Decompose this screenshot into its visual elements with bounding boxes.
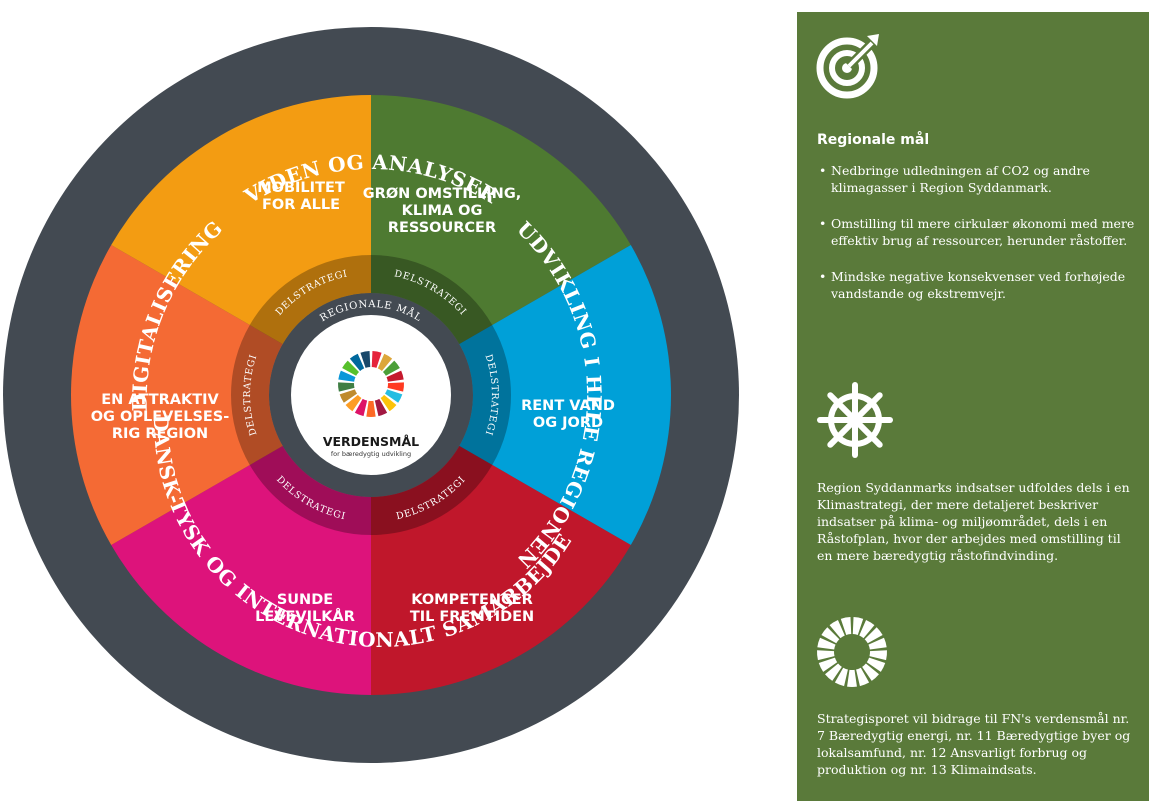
sdg-segment [360,351,371,368]
target-icon [816,34,879,99]
ships-wheel-icon [817,382,893,458]
delstrategi-band [371,446,493,535]
sdg-wheel-icon [817,617,887,687]
sdg-segment [834,667,848,687]
sdg-segment [825,663,842,681]
sdg-segment [342,360,360,376]
sdg-segment [386,370,404,382]
sdg-segment [821,627,840,644]
sdg-segment [380,394,397,412]
goal-item: Omstilling til mere cirkulær økonomi med… [817,215,1137,249]
sdg-segment [840,617,852,635]
sdg-segment [338,370,356,382]
sdg-segment [374,398,388,417]
sdg-wheel-logo [338,351,404,417]
sdg-segment [371,351,382,368]
sdg-segment [349,353,365,371]
strategy-paragraph: Region Syddanmarks indsatser udfoldes de… [817,480,1130,563]
center-disc [291,315,451,475]
delstrategi-band [371,255,493,344]
info-panel: Regionale mål Nedbringe udledningen af C… [797,12,1149,801]
sdg-segment [387,382,404,392]
sdg-paragraph: Strategisporet vil bidrage til FN's verd… [817,711,1131,777]
sdg-segment [864,627,883,644]
sdg-segment [339,389,357,403]
sdg-segment [354,398,368,417]
sdg-segment [345,394,362,412]
center-subtitle: for bæredygtig udvikling [331,450,411,458]
sdg-segment [366,400,376,417]
segment-rent-vand[interactable] [371,245,671,545]
delstrategi-band [459,325,511,465]
sdg-segment [377,353,393,371]
delstrategi-band [230,325,283,465]
delstrategi-band [249,446,371,535]
sdg-segment [385,389,403,403]
sdg-segment [818,657,838,672]
sdg-segment [852,617,864,635]
sdg-segment [866,657,886,672]
sdg-segment [817,637,836,650]
goal-list: Nedbringe udledningen af CO2 og andre kl… [817,162,1137,321]
sdg-segment [856,667,870,687]
panel-heading: Regionale mål [817,132,930,148]
sdg-segment [868,637,887,650]
sdg-segment [829,619,845,639]
segment-attraktiv-region[interactable] [71,245,371,545]
sdg-segment [847,669,857,687]
sdg-segment [338,382,355,392]
center-title: VERDENSMÅL [323,434,419,449]
goal-item: Nedbringe udledningen af CO2 og andre kl… [817,162,1137,196]
delstrategi-band [249,255,371,344]
sdg-segment [817,650,835,661]
delstrategi-label: DELSTRATEGI [242,353,260,437]
sdg-segment [862,663,879,681]
sdg-segment [382,360,400,376]
goal-item: Mindske negative konsekvenser ved forhøj… [817,268,1137,302]
sdg-segment [869,650,887,661]
sdg-segment [859,619,875,639]
